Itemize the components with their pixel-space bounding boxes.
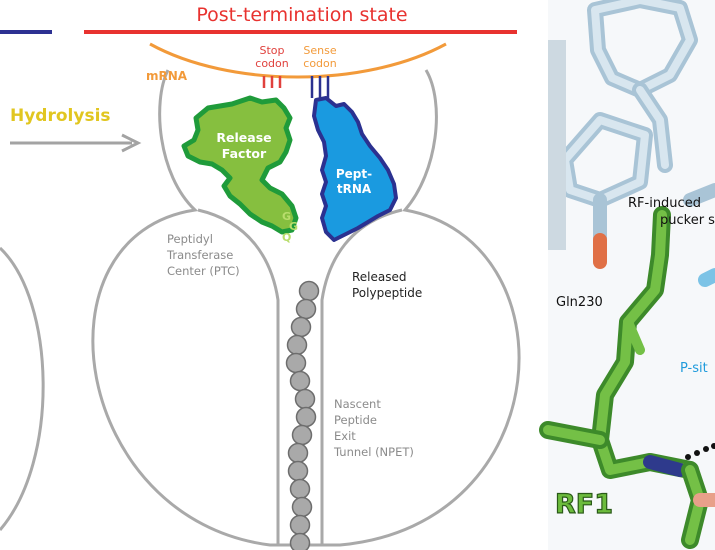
polypeptide-chain [285,280,320,550]
amino-acid-bead [287,442,309,464]
hydrogen-bond-dots [685,443,715,460]
mrna-strand [149,42,447,79]
amino-acid-bead [289,370,311,392]
amino-acid-bead [295,298,317,320]
amino-acid-bead [289,478,311,500]
gln230-label: Gln230 [556,295,603,310]
amino-acid-bead [289,514,311,536]
hydrolysis-label: Hydrolysis [10,106,111,126]
previous-ribosome-outline [0,246,45,531]
amino-acid-bead [291,424,313,446]
release-factor-shape [181,95,299,235]
rf1-label: RF1 [555,489,613,520]
amino-acid-bead [294,388,316,410]
rf1-stick-structure [539,206,715,549]
structure-panel: RF-induced pucker s Gln230 P-sit RF1 [539,0,715,550]
pept-trna-label: Pept-tRNA [336,167,372,196]
tunnel-right-wall [320,208,403,545]
amino-acid-bead [291,496,313,518]
mrna-label: mRNA [146,69,188,83]
hydrolysis-arrow-head [121,133,142,153]
amino-acid-bead [285,352,307,374]
ribose-ring-structure [557,0,715,287]
amino-acid-bead [287,460,309,482]
sense-codon-ticks [310,76,330,98]
panel-title: Post-termination state [196,4,407,26]
stop-codon-ticks [262,76,282,88]
pucker-label: pucker s [660,213,715,228]
p-site-label: P-sit [680,361,708,376]
pept-trna-shape [312,96,398,242]
amino-acid-bead [298,280,320,302]
tunnel-left-wall [197,208,280,545]
rf-induced-label: RF-induced [628,196,701,211]
amino-acid-bead [290,316,312,338]
amino-acid-bead [286,334,308,356]
amino-acid-bead [289,532,311,550]
amino-acid-bead [295,406,317,428]
